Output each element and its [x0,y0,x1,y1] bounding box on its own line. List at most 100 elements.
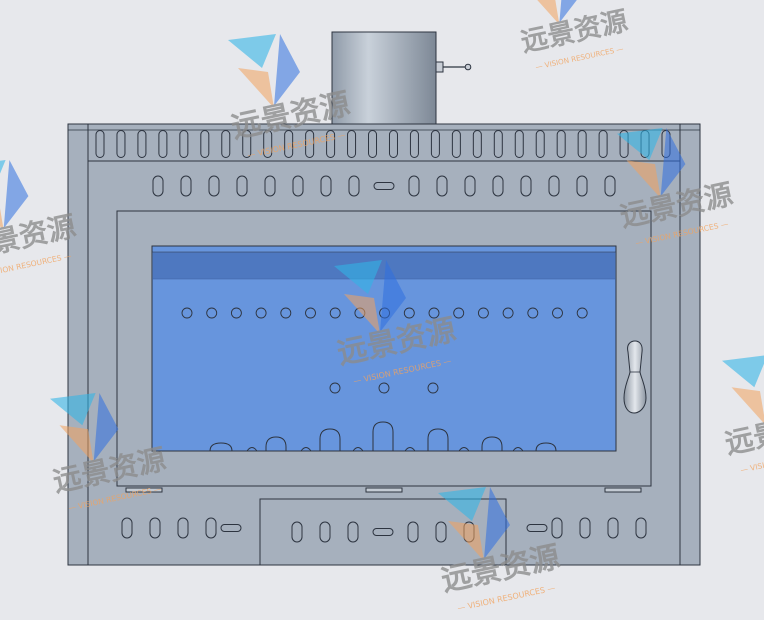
watermark-logo-shape [228,34,276,68]
grille-slot [619,130,629,158]
grille-slot [158,130,168,158]
baffle-hole [403,307,415,319]
fire-grate-bars [209,421,557,452]
grille-slot [598,130,608,158]
grille-slot [556,130,566,158]
center-hole [329,382,341,394]
grate-bar [372,421,394,451]
grille-slot [200,130,210,158]
air-slot [435,521,447,543]
grate-bar [209,442,233,452]
grille-slot [347,130,357,158]
grille-slot [137,130,147,158]
air-slot [604,175,616,197]
air-slot [548,175,560,197]
watermark-logo-shape [3,160,29,229]
air-slot [635,517,647,539]
air-slot [177,517,189,539]
air-slot [152,175,164,197]
air-slot [520,175,532,197]
baffle-hole [477,307,489,319]
center-hole [378,382,390,394]
baffle-hole [181,307,193,319]
damper-lever[interactable] [435,61,472,73]
air-slot-horizontal [372,528,394,536]
grate-bar-small [300,447,312,452]
door-hinges [125,487,642,493]
baffle-hole [453,307,465,319]
air-slot [347,521,359,543]
baffle-hole [230,307,242,319]
grille-slot [514,130,524,158]
grille-slot [472,130,482,158]
grille-slot [305,130,315,158]
watermark-logo-shape [722,355,764,388]
air-slot [348,175,360,197]
watermark-logo-shape [59,425,94,464]
watermark-logo-shape [0,160,6,174]
grille-slot [409,130,419,158]
air-slot-horizontal [526,524,548,532]
air-slot [319,521,331,543]
baffle-hole [576,307,588,319]
air-slot [407,521,419,543]
watermark-logo-shape [380,260,406,332]
air-slot [264,175,276,197]
grille-slot [535,130,545,158]
watermark-logo-shape [448,521,484,561]
grille-slot [326,130,336,158]
watermark-logo-shape [93,393,119,462]
air-slot-horizontal [220,524,242,532]
grille-slot [179,130,189,158]
baffle-hole [280,307,292,319]
grille-slot [388,130,398,158]
grate-bar [265,436,287,451]
grille-slot [368,130,378,158]
upper-air-slots [152,175,616,197]
air-slot [205,517,217,539]
air-slot [320,175,332,197]
watermark-logo-shape [238,68,274,108]
grille-slot [95,130,105,158]
baffle-hole [255,307,267,319]
grille-slot [116,130,126,158]
air-slot [121,517,133,539]
air-slot [236,175,248,197]
grille-slot [451,130,461,158]
watermark-logo-shape [484,487,510,559]
watermark-logo-shape [0,208,4,231]
air-slot [607,517,619,539]
watermark: 远景资源— VISION RESOURCES — [722,355,764,475]
grate-bar-small [458,447,470,452]
grille-slot [284,130,294,158]
baffle-hole [428,307,440,319]
air-slot [492,175,504,197]
center-hole [427,382,439,394]
air-slot [551,517,563,539]
grille-slot [577,130,587,158]
grille-slot [493,130,503,158]
glass-window [151,245,617,452]
grate-bar [427,428,449,451]
air-slot [208,175,220,197]
air-slot [436,175,448,197]
top-vent-grille [95,130,671,158]
baffle-hole [305,307,316,319]
door-handle[interactable] [623,340,647,414]
air-slot [579,517,591,539]
watermark-logo-shape [660,128,686,197]
grille-slot [242,130,252,158]
watermark-logo-shape [334,260,382,294]
watermark: 远景资源— VISION RESOURCES — [0,160,79,280]
grille-slot [430,130,440,158]
watermark-logo-shape [617,128,663,161]
air-slot [464,175,476,197]
air-slot [180,175,192,197]
baffle-hole [329,307,341,319]
flue-pipe [331,31,437,126]
baffle-hole [502,307,514,319]
air-slot-horizontal [373,182,395,190]
air-slot [292,175,304,197]
